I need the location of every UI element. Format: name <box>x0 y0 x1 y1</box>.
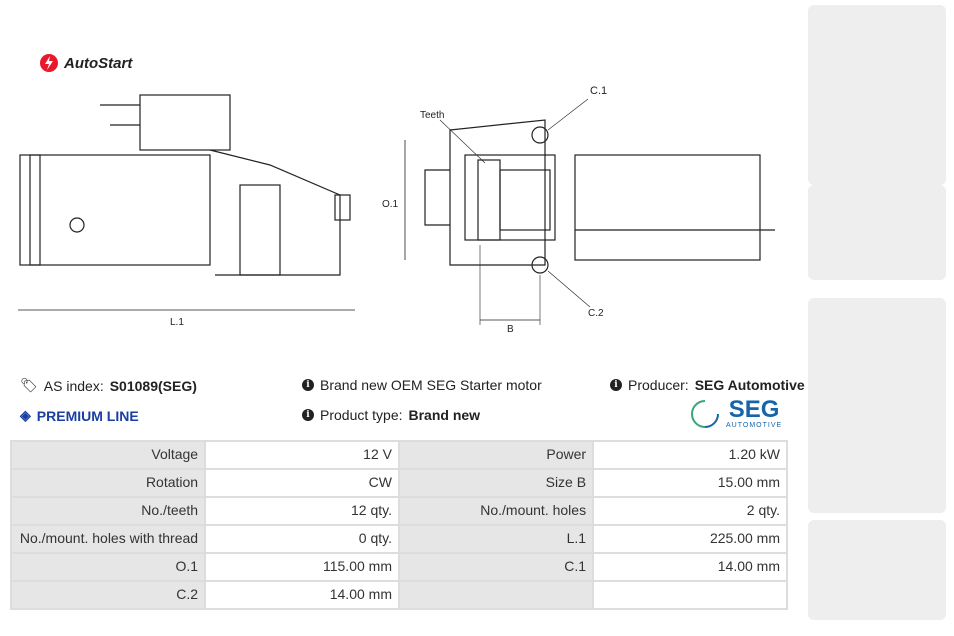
spec-label: No./mount. holes with thread <box>9 524 207 554</box>
spec-value <box>592 580 788 610</box>
c2-label: C.2 <box>588 308 604 319</box>
product-photo-front[interactable] <box>808 298 946 513</box>
spec-value: 12 V <box>204 440 400 470</box>
as-index: 🏷 AS index:S01089(SEG) <box>20 377 197 394</box>
gear-bolt-icon <box>40 54 58 72</box>
spec-value: 0 qty. <box>204 524 400 554</box>
spec-value: 15.00 mm <box>592 468 788 498</box>
product-photo-side[interactable] <box>808 185 946 280</box>
spec-label: Voltage <box>9 440 207 470</box>
spec-value: 12 qty. <box>204 496 400 526</box>
info-icon: i <box>610 379 622 391</box>
c1-label: C.1 <box>590 85 607 97</box>
diamond-icon: ◈ <box>20 407 31 423</box>
spec-label: No./mount. holes <box>397 496 595 526</box>
spec-label: O.1 <box>9 552 207 582</box>
info-icon: i <box>302 409 314 421</box>
product-photo-top[interactable] <box>808 5 946 185</box>
spec-label: No./teeth <box>9 496 207 526</box>
spec-value: 115.00 mm <box>204 552 400 582</box>
spec-label: Size B <box>397 468 595 498</box>
b-label: B <box>507 324 514 335</box>
info-icon: i <box>302 379 314 391</box>
spec-label <box>397 580 595 610</box>
side-view <box>18 94 355 311</box>
o1-label: O.1 <box>382 199 399 210</box>
front-view <box>404 98 775 325</box>
tag-icon: 🏷 <box>20 377 38 393</box>
spec-label: L.1 <box>397 524 595 554</box>
spec-value: 14.00 mm <box>204 580 400 610</box>
spec-label: C.1 <box>397 552 595 582</box>
spec-value: 2 qty. <box>592 496 788 526</box>
technical-drawing: L.1 Teeth O.1 C.1 C.2 B <box>18 85 775 335</box>
spec-label: C.2 <box>9 580 207 610</box>
spec-value: 225.00 mm <box>592 524 788 554</box>
spec-value: 1.20 kW <box>592 440 788 470</box>
spec-value: 14.00 mm <box>592 552 788 582</box>
spec-label: Rotation <box>9 468 207 498</box>
spec-label: Power <box>397 440 595 470</box>
teeth-label: Teeth <box>420 110 444 121</box>
spec-value: CW <box>204 468 400 498</box>
product-photo-bottom[interactable] <box>808 520 946 620</box>
autostart-logo: AutoStart <box>38 52 132 74</box>
seg-ring-icon <box>691 399 719 428</box>
l1-label: L.1 <box>170 317 184 328</box>
premium-line: ◈PREMIUM LINE <box>20 407 139 424</box>
